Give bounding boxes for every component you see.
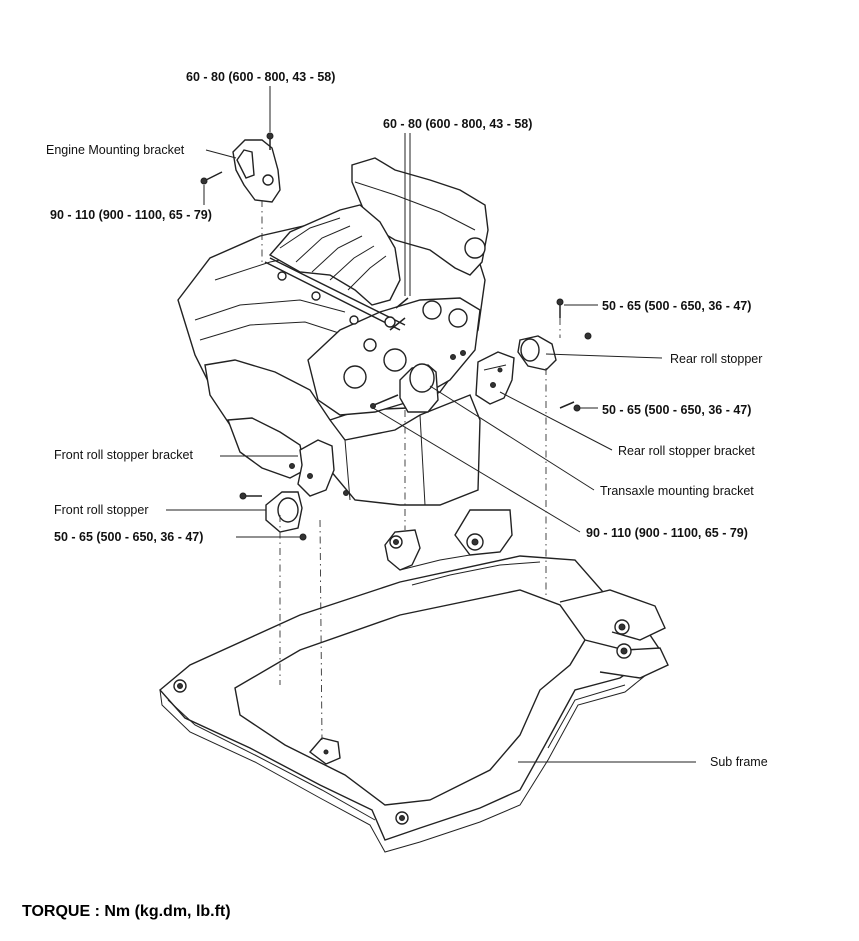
torque-label-engine-bracket-top: 60 - 80 (600 - 800, 43 - 58) — [186, 70, 336, 84]
torque-label-manifold-bolt: 60 - 80 (600 - 800, 43 - 58) — [383, 117, 533, 131]
torque-label-rear-roll-top: 50 - 65 (500 - 650, 36 - 47) — [602, 299, 752, 313]
alignment-lines — [261, 200, 561, 741]
front-roll-stopper-drawing — [239, 491, 307, 541]
front-roll-stopper-label: Front roll stopper — [54, 503, 149, 517]
transaxle-mounting-bracket-label: Transaxle mounting bracket — [600, 484, 754, 498]
torque-label-rear-roll-bottom: 50 - 65 (500 - 650, 36 - 47) — [602, 403, 752, 417]
front-roll-stopper-bracket-drawing — [289, 439, 349, 497]
torque-label-transaxle: 90 - 110 (900 - 1100, 65 - 79) — [586, 526, 748, 540]
torque-label-engine-bracket-side: 90 - 110 (900 - 1100, 65 - 79) — [50, 208, 212, 222]
sub-frame-drawing — [158, 509, 669, 853]
engine-mounting-bracket-label: Engine Mounting bracket — [46, 143, 185, 157]
torque-units-footer: TORQUE : Nm (kg.dm, lb.ft) — [22, 903, 231, 920]
rear-roll-stopper-bracket-drawing — [475, 351, 515, 405]
rear-roll-stopper-drawing — [517, 298, 592, 412]
front-roll-stopper-bracket-label: Front roll stopper bracket — [54, 448, 193, 462]
rear-roll-stopper-label: Rear roll stopper — [670, 352, 763, 366]
engine-mounting-bracket-drawing — [200, 132, 281, 203]
sub-frame-label: Sub frame — [710, 755, 768, 769]
rear-roll-stopper-bracket-label: Rear roll stopper bracket — [618, 444, 755, 458]
leader-lines — [166, 86, 696, 763]
transaxle-mounting-bracket-drawing — [370, 350, 466, 413]
torque-label-front-roll: 50 - 65 (500 - 650, 36 - 47) — [54, 530, 204, 544]
